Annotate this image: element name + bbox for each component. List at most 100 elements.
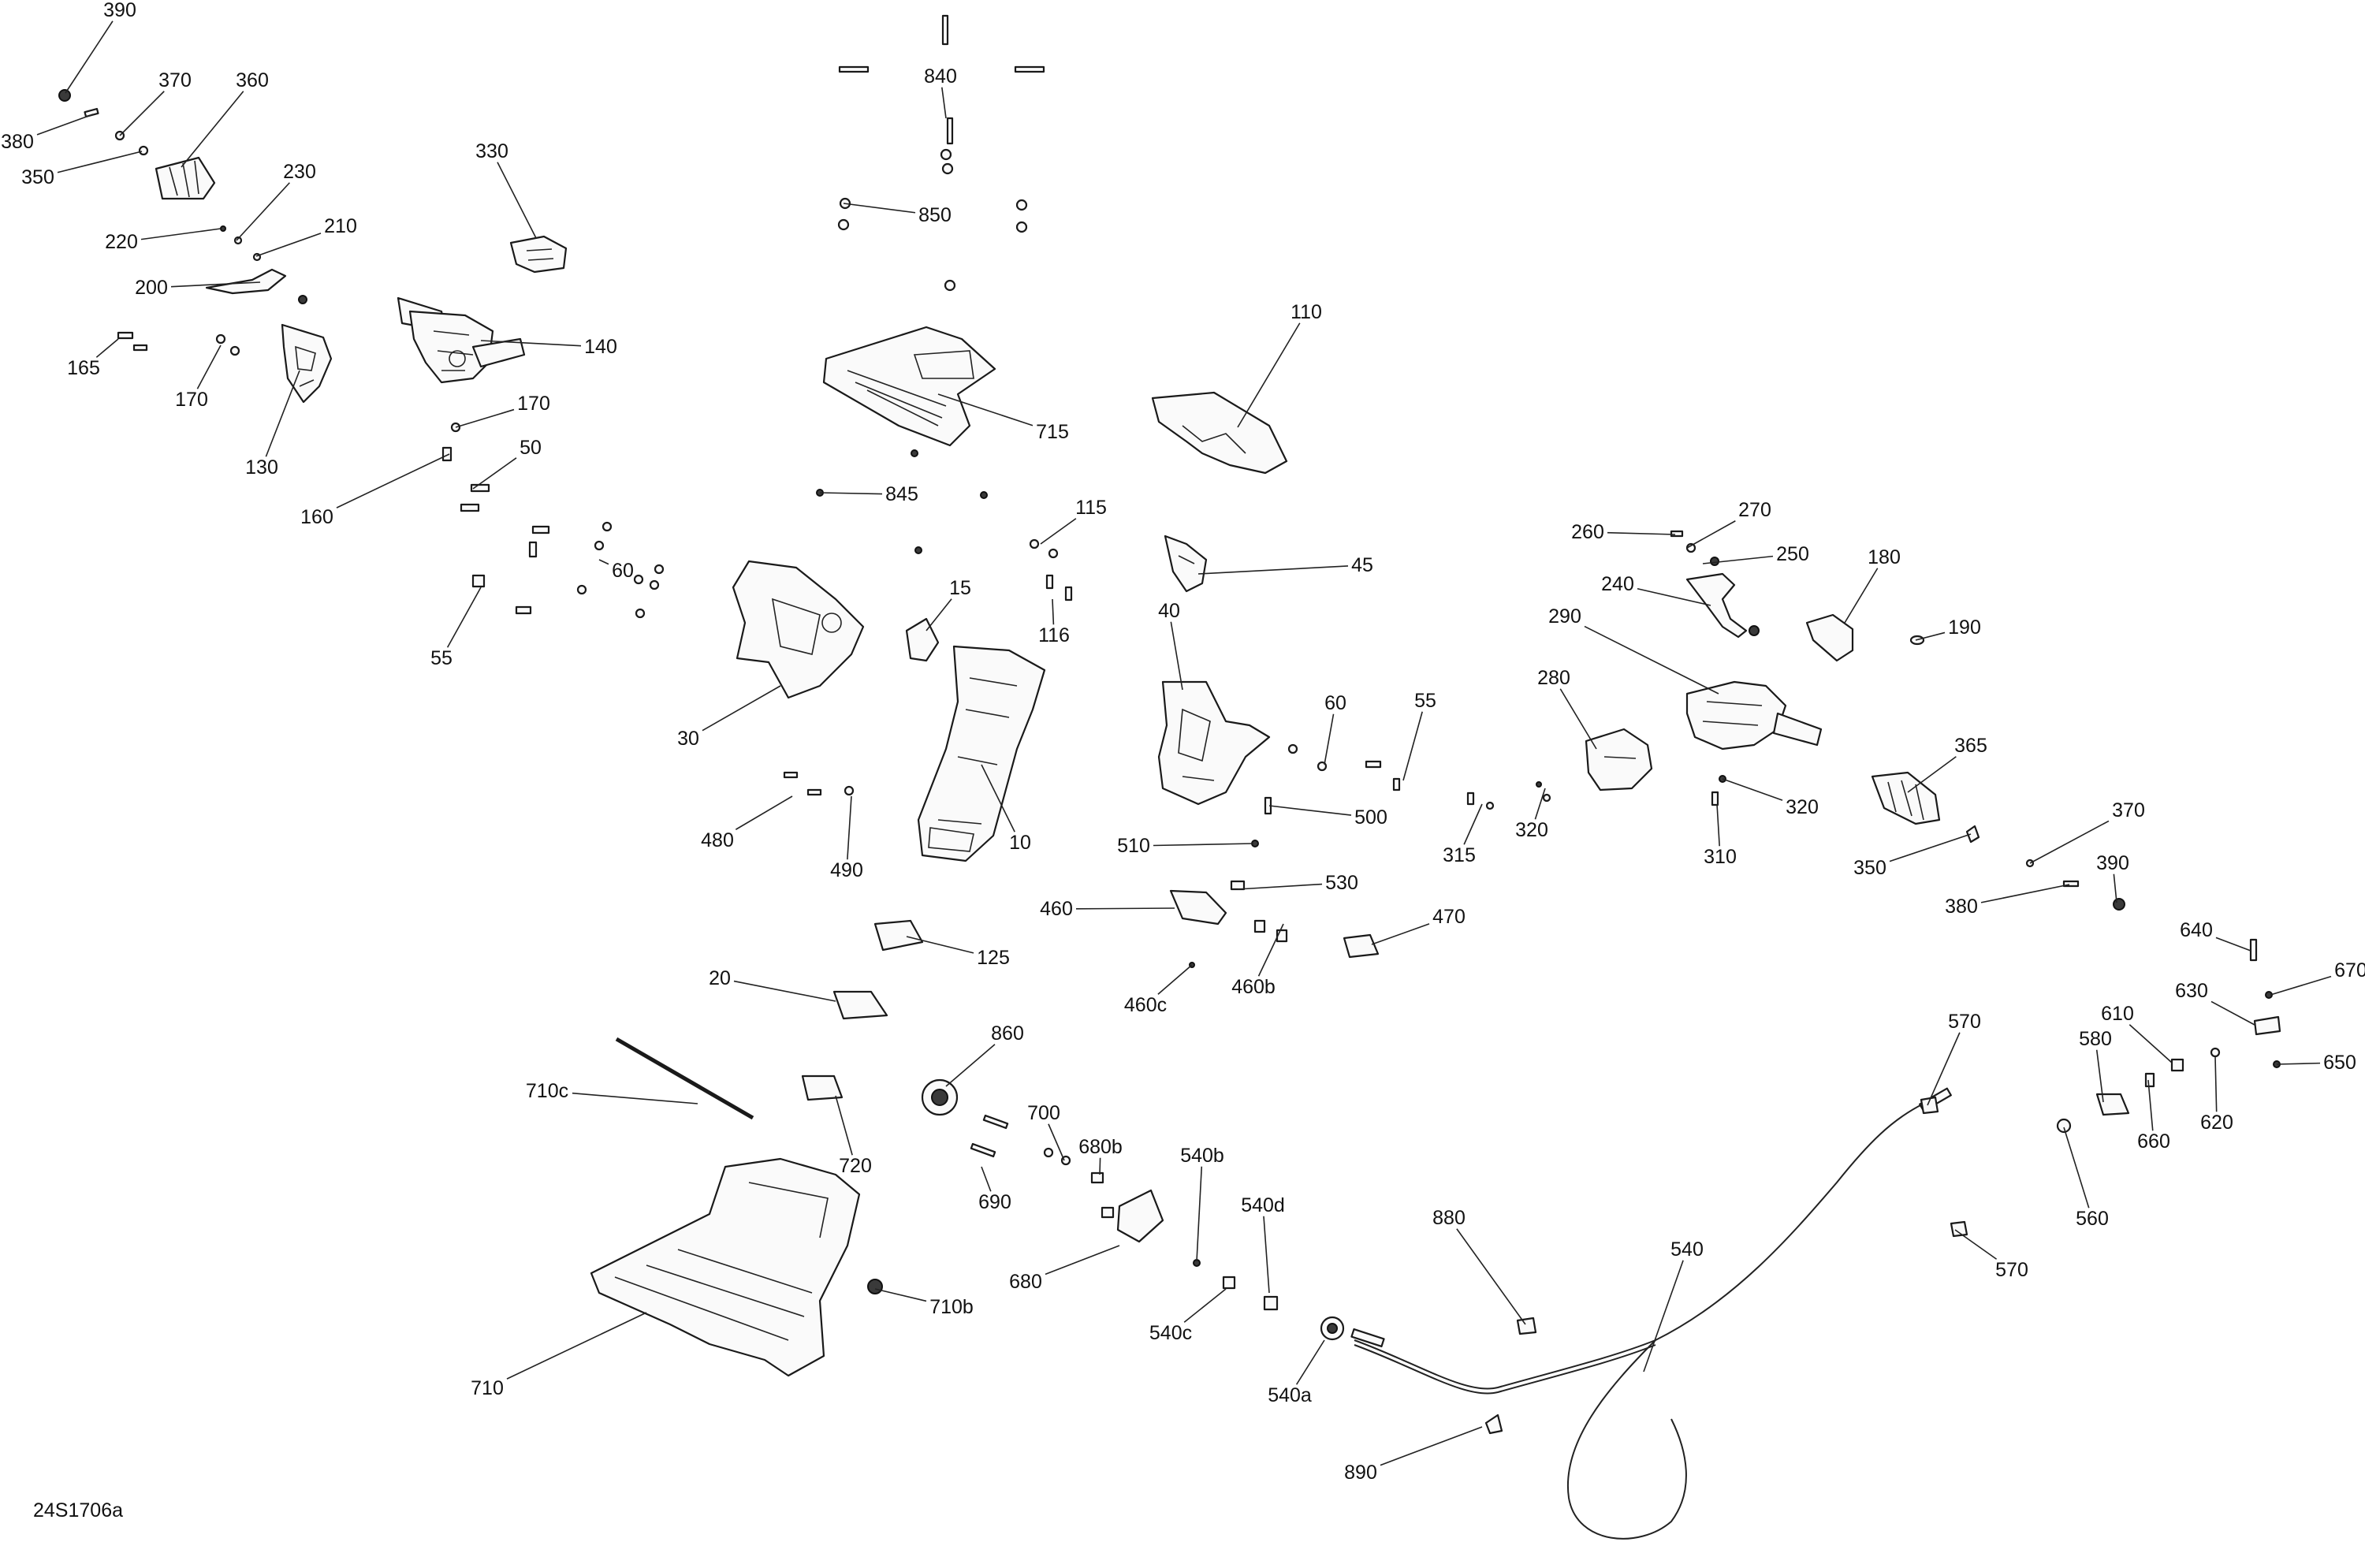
callout-c55a: 55 bbox=[430, 587, 482, 669]
callout-c315: 315 bbox=[1443, 803, 1483, 866]
callout-c540: 540 bbox=[1643, 1238, 1704, 1372]
hardware-690-700-680 bbox=[970, 1114, 1164, 1243]
callout-label: 330 bbox=[475, 140, 508, 162]
leader-line bbox=[1637, 587, 1711, 606]
leader-line bbox=[2128, 1024, 2173, 1063]
leader-line bbox=[1045, 1245, 1120, 1276]
callout-label: 880 bbox=[1432, 1207, 1466, 1229]
callout-label: 390 bbox=[2096, 852, 2129, 874]
leader-line bbox=[1263, 1216, 1270, 1294]
leader-line bbox=[1257, 923, 1284, 977]
callout-label: 320 bbox=[1515, 819, 1548, 841]
callout-label: 180 bbox=[1868, 546, 1901, 568]
callout-c570a: 570 bbox=[1927, 1011, 1981, 1106]
leader-line bbox=[336, 453, 450, 508]
callout-label: 860 bbox=[991, 1022, 1024, 1045]
right-hardware-570-670 bbox=[1920, 938, 2281, 1238]
callout-label: 710 bbox=[471, 1377, 504, 1399]
callout-c365: 365 bbox=[1907, 735, 1987, 793]
leader-line bbox=[1268, 805, 1352, 816]
leader-line bbox=[1075, 907, 1175, 910]
callout-label: 710b bbox=[929, 1296, 974, 1318]
callout-c390a: 390 bbox=[65, 0, 136, 94]
leader-line bbox=[735, 795, 793, 830]
callout-label: 500 bbox=[1354, 806, 1387, 829]
callout-c190: 190 bbox=[1915, 616, 1981, 641]
callout-c390b: 390 bbox=[2096, 852, 2129, 903]
callout-label: 160 bbox=[300, 506, 333, 528]
clamps-460-470 bbox=[1169, 880, 1380, 968]
callout-c45: 45 bbox=[1197, 554, 1373, 576]
callout-label: 260 bbox=[1571, 521, 1604, 543]
callout-c890: 890 bbox=[1344, 1426, 1483, 1484]
callout-label: 210 bbox=[324, 215, 357, 237]
leader-line bbox=[847, 795, 852, 860]
callout-c540d: 540d bbox=[1241, 1194, 1285, 1294]
callout-label: 240 bbox=[1601, 573, 1634, 595]
leader-line bbox=[1183, 1288, 1227, 1323]
callout-label: 570 bbox=[1948, 1011, 1981, 1033]
leader-line bbox=[265, 370, 300, 457]
callout-c460b: 460b bbox=[1231, 923, 1284, 998]
callout-label: 230 bbox=[283, 161, 316, 183]
callout-c170b: 170 bbox=[455, 393, 550, 428]
callout-c490: 490 bbox=[830, 795, 863, 881]
callout-label: 320 bbox=[1786, 796, 1819, 818]
callout-label: 220 bbox=[105, 231, 138, 253]
leader-line bbox=[170, 281, 261, 288]
callout-label: 45 bbox=[1351, 554, 1373, 576]
callout-c350b: 350 bbox=[1853, 833, 1972, 879]
leader-line bbox=[140, 228, 222, 240]
callout-label: 280 bbox=[1537, 667, 1570, 689]
leader-line bbox=[455, 408, 515, 428]
right-grip-365 bbox=[1466, 771, 2125, 911]
callout-c165: 165 bbox=[67, 338, 119, 379]
top-hardware-840-850 bbox=[837, 14, 1045, 292]
callout-c630: 630 bbox=[2175, 980, 2255, 1026]
callout-label: 170 bbox=[175, 389, 208, 411]
leader-line bbox=[1915, 631, 1946, 641]
callout-c380b: 380 bbox=[1945, 884, 2070, 918]
callout-label: 60 bbox=[1324, 692, 1346, 714]
callout-c200: 200 bbox=[135, 277, 261, 299]
leader-line bbox=[196, 345, 222, 389]
callout-c370b: 370 bbox=[2029, 799, 2145, 864]
callout-label: 530 bbox=[1325, 872, 1358, 894]
callout-c460: 460 bbox=[1040, 898, 1175, 920]
callout-c220: 220 bbox=[105, 228, 222, 253]
cable-fittings-540 bbox=[1193, 1259, 1537, 1435]
callout-label: 710c bbox=[526, 1080, 568, 1102]
callout-label: 680 bbox=[1009, 1271, 1042, 1293]
callout-c845: 845 bbox=[819, 483, 918, 505]
callout-c660: 660 bbox=[2137, 1079, 2170, 1153]
leader-line bbox=[446, 587, 482, 648]
callout-label: 370 bbox=[158, 69, 192, 91]
left-handlebar-grip bbox=[58, 89, 216, 200]
callout-c40: 40 bbox=[1158, 600, 1183, 691]
callout-c880: 880 bbox=[1432, 1207, 1526, 1325]
throttle-housing bbox=[397, 296, 526, 384]
leader-line bbox=[506, 1312, 647, 1380]
right-lever-assembly bbox=[1670, 530, 1760, 639]
callout-c30: 30 bbox=[677, 685, 781, 750]
callout-c360a: 360 bbox=[181, 69, 269, 168]
leader-line bbox=[497, 162, 537, 239]
leader-line bbox=[941, 87, 947, 119]
leader-line bbox=[2113, 873, 2117, 903]
callout-label: 350 bbox=[1853, 857, 1886, 879]
callout-c700: 700 bbox=[1027, 1102, 1065, 1161]
callout-label: 460 bbox=[1040, 898, 1073, 920]
leader-line bbox=[835, 1095, 853, 1156]
leader-line bbox=[874, 1288, 927, 1302]
leader-line bbox=[572, 1092, 698, 1104]
callout-label: 125 bbox=[977, 947, 1010, 969]
callout-c560: 560 bbox=[2063, 1127, 2109, 1230]
leader-line bbox=[1534, 788, 1546, 820]
callout-c540c: 540c bbox=[1149, 1288, 1227, 1344]
leader-line bbox=[1237, 883, 1323, 890]
callout-c350a: 350 bbox=[21, 151, 143, 188]
callout-c610: 610 bbox=[2101, 1003, 2173, 1063]
callout-label: 840 bbox=[924, 65, 957, 88]
leader-line bbox=[843, 203, 916, 214]
